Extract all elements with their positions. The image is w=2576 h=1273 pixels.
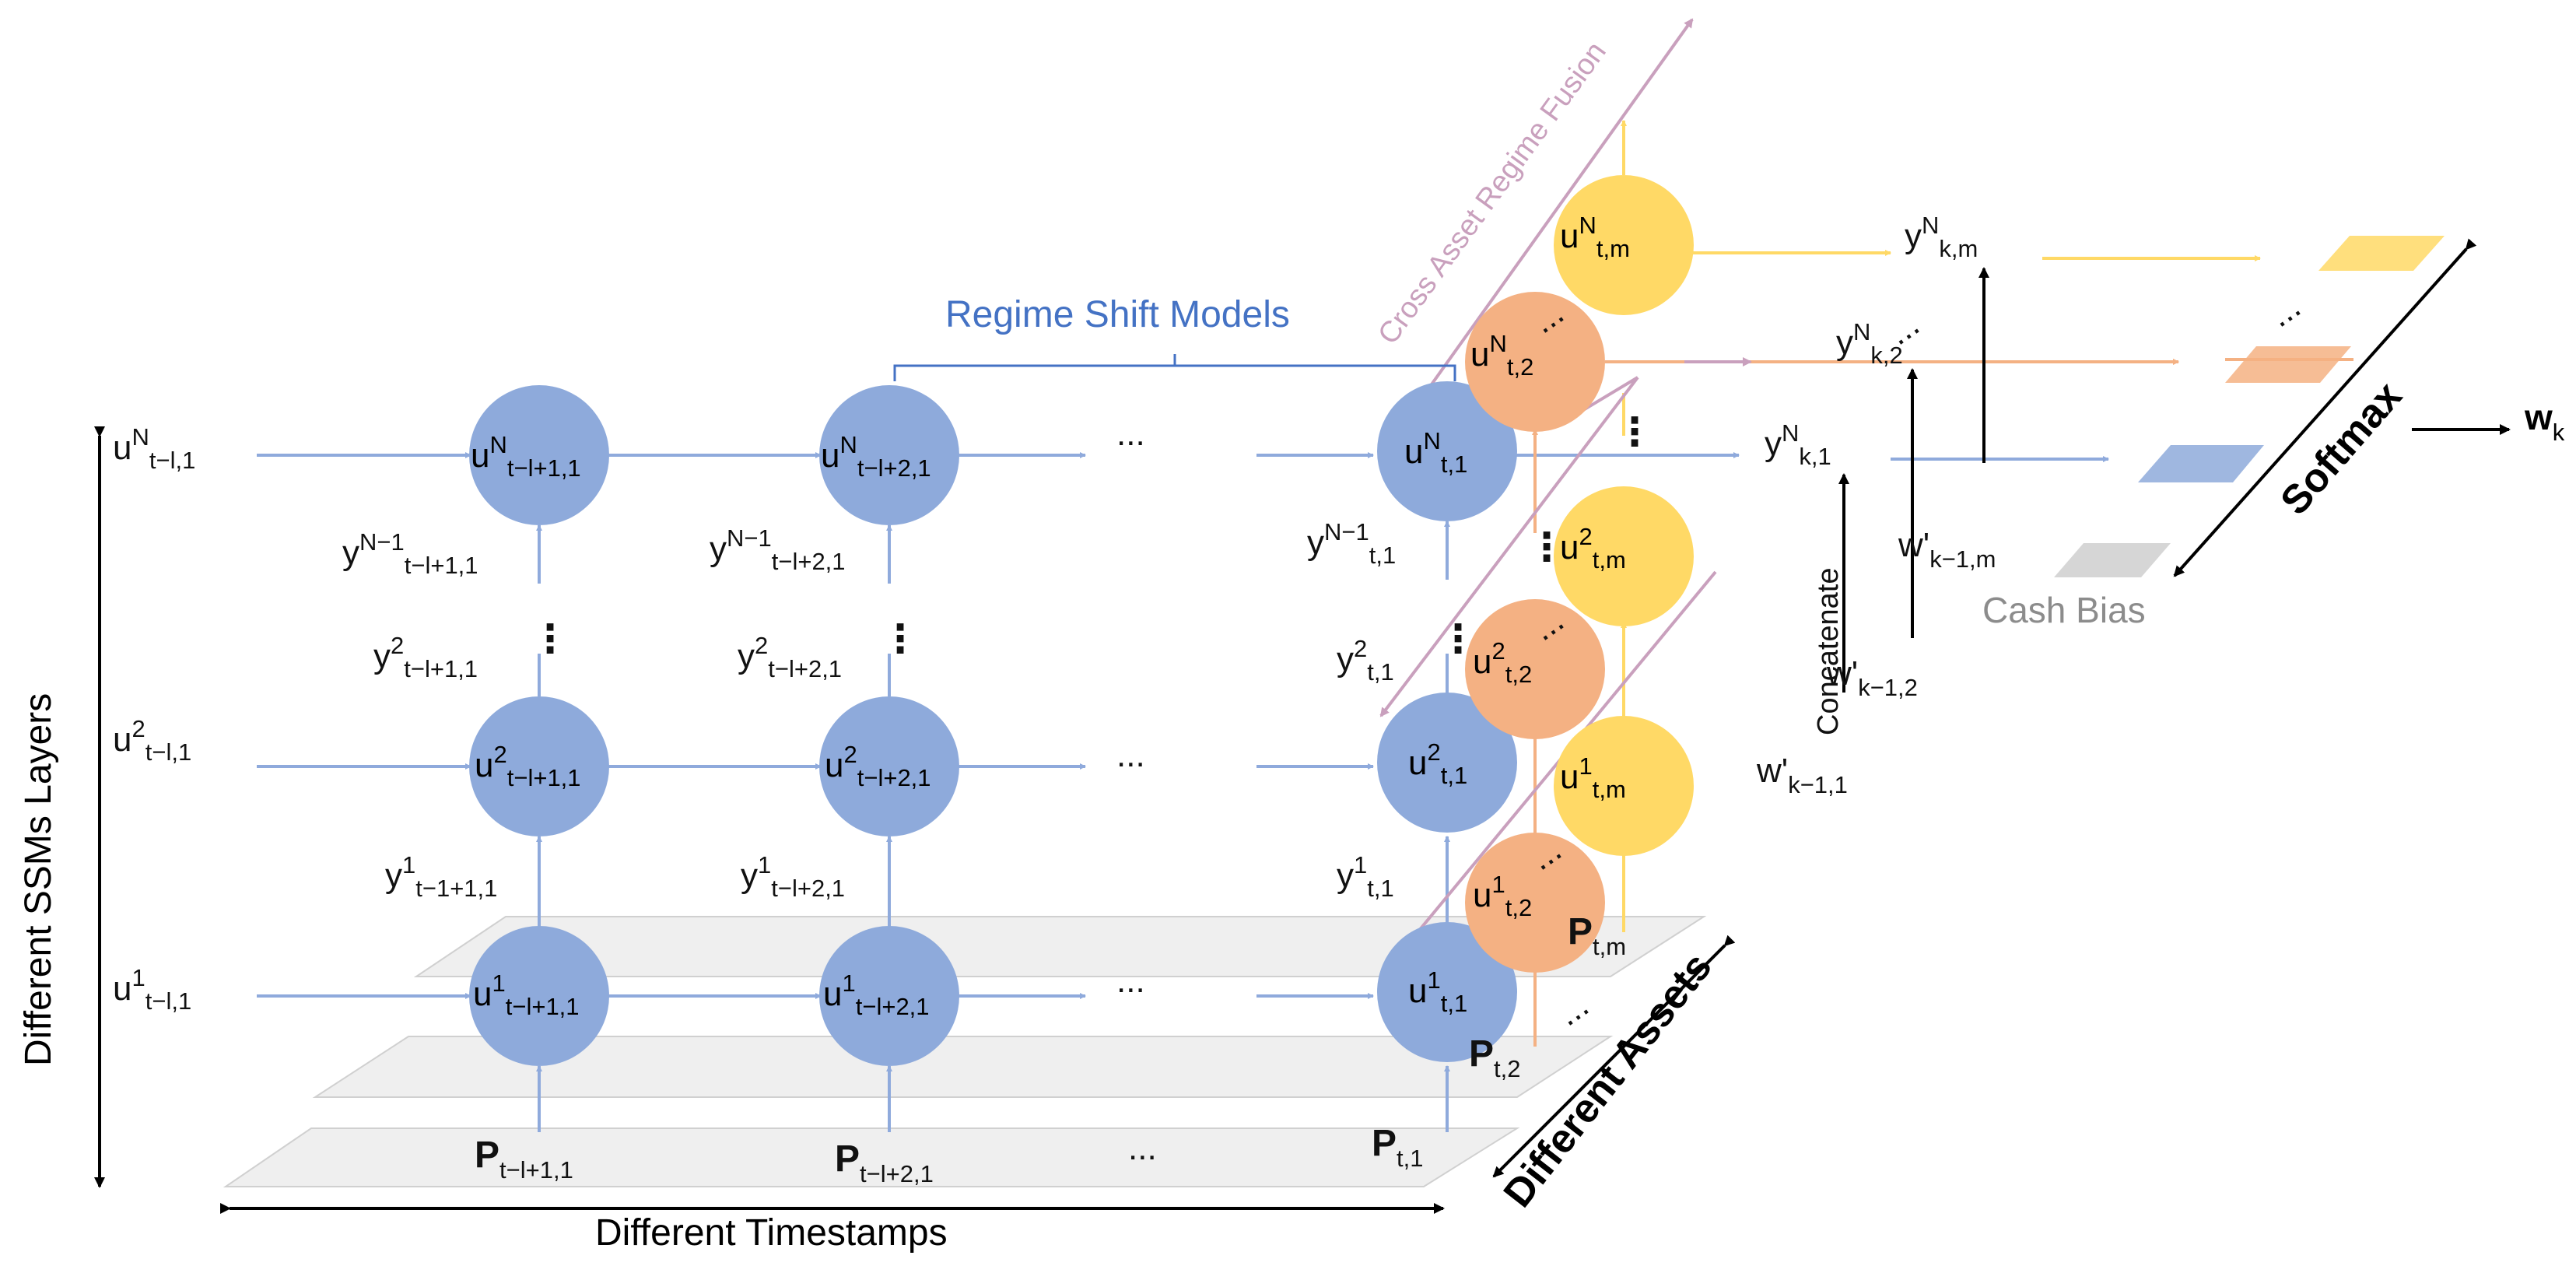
assets-axis [1492, 935, 1736, 1178]
node-label-u1-tl2: u1t−l+2,1 [823, 970, 930, 1020]
node-u2-tm[interactable] [1554, 486, 1694, 626]
node-u1-tl2[interactable] [819, 926, 959, 1066]
asset-planes [223, 916, 1707, 1187]
y-label-2-t1: y2t,1 [1337, 635, 1394, 686]
asset-plane-1 [223, 1127, 1520, 1187]
node-u2-t1[interactable] [1377, 693, 1517, 833]
block-orange [2225, 346, 2351, 383]
concatenate-label: Concatenate [1812, 568, 1845, 736]
vdots: ⋮ ⋮ ⋮ ⋮ ⋮ [531, 410, 1654, 661]
node-u1-t1[interactable] [1377, 922, 1517, 1062]
y-label-1-tl2: y1t−l+2,1 [741, 851, 845, 902]
y-label-1-t1: y1t,1 [1337, 851, 1394, 902]
ellipses: ... ... ... ... ... ... ... ... ... ... [1116, 287, 2308, 1167]
y-labels: yN−1t−l+1,1 yN−1t−l+2,1 yN−1t,1 y2t−l+1,… [342, 518, 1396, 902]
final-output-label: wk [2524, 397, 2565, 446]
orange-node-labels: uNt,2 u2t,2 u1t,2 [1470, 330, 1533, 921]
node-label-uN-tm: uNt,m [1560, 212, 1630, 262]
output-labels: yNk,m yNk,2 yNk,1 [1765, 212, 1978, 470]
svg-text:...: ... [1116, 962, 1145, 1000]
node-u2-t2[interactable] [1465, 599, 1605, 739]
svg-text:⋮: ⋮ [531, 617, 570, 661]
y-label-2-tl2: y2t−l+2,1 [738, 632, 842, 682]
node-u2-tl2[interactable] [819, 696, 959, 836]
svg-text:⋮: ⋮ [1439, 617, 1477, 661]
svg-text:...: ... [2262, 287, 2308, 335]
y-label-2-tl1: y2t−l+1,1 [373, 632, 478, 682]
yellow-node-labels: uNt,m u2t,m u1t,m [1560, 212, 1630, 803]
regime-shift-bracket [893, 354, 1456, 381]
node-label-u2-tl1: u2t−l+1,1 [475, 741, 581, 791]
node-label-u2-tl2: u2t−l+2,1 [825, 741, 931, 791]
node-label-u1-tm: u1t,m [1560, 752, 1626, 803]
blue-vertical-arrows [536, 521, 1450, 1132]
output-yN-k1: yNk,1 [1765, 419, 1831, 470]
y-label-N1-t1: yN−1t,1 [1307, 518, 1396, 569]
blue-horizontal-arrows [257, 452, 2109, 999]
blue-node-labels: uNt−l+1,1 uNt−l+2,1 uNt,1 u2t−l+1,1 u2t−… [471, 427, 1467, 1020]
node-uN-tm[interactable] [1554, 175, 1694, 315]
weight-k-1-2: w'k−1,2 [1826, 654, 1918, 701]
node-uN-tl2[interactable] [819, 385, 959, 525]
block-blue [2138, 445, 2264, 482]
output-yN-km: yNk,m [1905, 212, 1978, 262]
node-uN-tl1[interactable] [469, 385, 609, 525]
y-label-N1-tl2: yN−1t−l+2,1 [710, 524, 846, 575]
node-label-u1-tl1: u1t−l+1,1 [473, 970, 580, 1020]
block-cash-bias [2054, 543, 2171, 577]
svg-text:...: ... [1116, 415, 1145, 453]
node-label-uN-tl2: uNt−l+2,1 [821, 431, 931, 482]
regime-shift-models-label: Regime Shift Models [945, 294, 1290, 335]
svg-text:⋮: ⋮ [881, 617, 920, 661]
svg-text:⋮: ⋮ [1527, 525, 1566, 569]
output-yN-k2: yNk,2 [1836, 318, 1903, 369]
cross-asset-regime-fusion-label: Cross Asset Regime Fusion [1372, 36, 1613, 350]
node-label-uN-t1: uNt,1 [1404, 427, 1467, 478]
p-label-tl2: Pt−l+2,1 [835, 1138, 934, 1187]
p-label-t1: Pt,1 [1372, 1123, 1423, 1172]
node-label-uN-tl1: uNt−l+1,1 [471, 431, 581, 482]
yellow-node-circles [1554, 175, 1694, 856]
node-label-u2-t1: u2t,1 [1408, 738, 1467, 789]
y-label-1-tl1: y1t−1+1,1 [385, 851, 497, 902]
block-yellow [2318, 236, 2445, 271]
input-u2: u2t−l,1 [113, 715, 191, 766]
timestamps-label: Different Timestamps [595, 1212, 948, 1254]
weight-labels: w'k−1,m w'k−1,2 w'k−1,1 [1756, 526, 1996, 798]
node-label-u2-tm: u2t,m [1560, 523, 1626, 573]
node-label-uN-t2: uNt,2 [1470, 330, 1533, 380]
node-u2-tl1[interactable] [469, 696, 609, 836]
p-label-tl1: Pt−l+1,1 [475, 1134, 573, 1184]
weight-lines [1838, 267, 1989, 693]
input-uN: uNt−l,1 [113, 423, 195, 474]
node-label-u1-t1: u1t,1 [1408, 966, 1467, 1017]
svg-text:...: ... [1128, 1129, 1157, 1167]
left-inputs: uNt−l,1 u2t−l,1 u1t−l,1 [113, 423, 195, 1015]
node-uN-t1[interactable] [1377, 381, 1517, 521]
node-u1-tl1[interactable] [469, 926, 609, 1066]
svg-text:...: ... [1116, 736, 1145, 774]
node-label-u1-t2: u1t,2 [1473, 871, 1532, 921]
node-u1-tm[interactable] [1554, 716, 1694, 856]
softmax-label: Softmax [2272, 373, 2410, 524]
svg-text:...: ... [1551, 986, 1596, 1033]
cash-bias-label: Cash Bias [1982, 590, 2146, 630]
y-label-N1-tl1: yN−1t−l+1,1 [342, 528, 478, 579]
weight-k-1-1: w'k−1,1 [1756, 752, 1848, 798]
weight-k-1-m: w'k−1,m [1898, 526, 1996, 573]
svg-text:⋮: ⋮ [1615, 410, 1654, 454]
ssm-layers-label: Different SSMs Layers [18, 693, 59, 1066]
softmax-axis [2173, 238, 2477, 577]
input-u1: u1t−l,1 [113, 964, 191, 1015]
orange-node-circles [1465, 292, 1605, 973]
blue-node-circles [469, 381, 1517, 1066]
node-uN-t2[interactable] [1465, 292, 1605, 432]
node-label-u2-t2: u2t,2 [1473, 637, 1532, 688]
